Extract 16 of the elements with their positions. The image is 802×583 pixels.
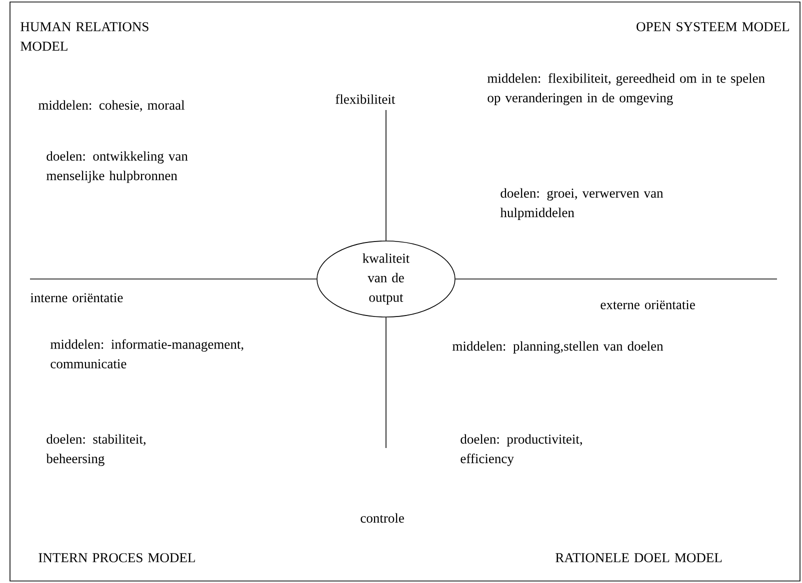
text-label: HUMAN RELATIONS MODEL — [20, 22, 148, 51]
text-label: doelen: productiviteit, efficiency — [460, 434, 582, 466]
text-label: RATIONELE DOEL MODEL — [556, 553, 722, 562]
text-label: interne oriëntatie — [30, 293, 123, 302]
text-label: flexibiliteit — [336, 94, 396, 104]
text-label: doelen: stabiliteit, beheersing — [46, 434, 146, 466]
text-label: controle — [360, 513, 404, 523]
text-label: OPEN SYSTEEM MODEL — [636, 22, 789, 32]
text-label: INTERN PROCES MODEL — [38, 553, 195, 562]
text-label: middelen: flexibiliteit, gereedheid om in te spelen op veranderingen in de omgeving — [488, 73, 765, 106]
text-label: middelen: cohesie, moraal — [38, 100, 185, 112]
text-label: middelen: informatie-management, communicatie — [50, 339, 244, 368]
text-label: externe oriëntatie — [600, 300, 695, 310]
text-label: doelen: groei, verwerven van hulpmiddelen — [500, 188, 664, 220]
text-label: middelen: planning,stellen van doelen — [452, 341, 664, 354]
text-label: doelen: ontwikkeling van menselijke hulpbronnen — [46, 151, 188, 183]
